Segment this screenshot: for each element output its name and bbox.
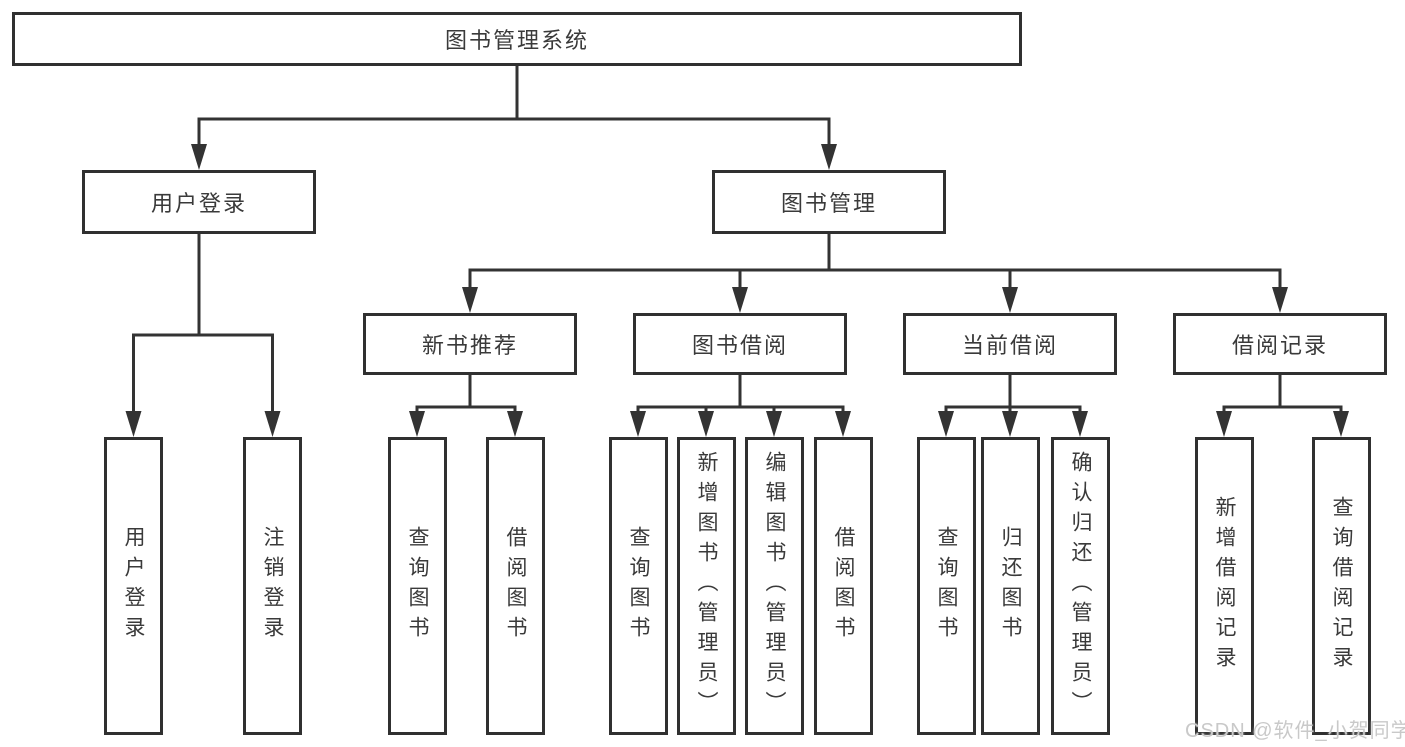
node-borrow-records: 借阅记录 xyxy=(1173,313,1387,375)
leaf-query-borrow-record: 查询借阅记录 xyxy=(1312,437,1371,735)
leaf-add-borrow-record-label: 新增借阅记录 xyxy=(1213,496,1236,676)
leaf-confirm-return-admin: 确认归还（管理员） xyxy=(1051,437,1110,735)
leaf-user-login-label: 用户登录 xyxy=(122,526,145,646)
leaf-return-book: 归还图书 xyxy=(981,437,1040,735)
leaf-borrow-book-label: 借阅图书 xyxy=(832,526,855,646)
leaf-query-book-borrow: 查询图书 xyxy=(609,437,668,735)
leaf-query-book-recommend-label: 查询图书 xyxy=(406,526,429,646)
leaf-query-book-current: 查询图书 xyxy=(917,437,976,735)
leaf-query-book-current-label: 查询图书 xyxy=(935,526,958,646)
node-user-login: 用户登录 xyxy=(82,170,316,234)
leaf-add-borrow-record: 新增借阅记录 xyxy=(1195,437,1254,735)
leaf-return-book-label: 归还图书 xyxy=(999,526,1022,646)
node-library-management-system: 图书管理系统 xyxy=(12,12,1022,66)
leaf-add-book-admin-label: 新增图书（管理员） xyxy=(695,451,718,721)
leaf-query-book-borrow-label: 查询图书 xyxy=(627,526,650,646)
leaf-logout-login: 注销登录 xyxy=(243,437,302,735)
leaf-add-book-admin: 新增图书（管理员） xyxy=(677,437,736,735)
csdn-watermark: CSDN @软件_小贺同学 xyxy=(1185,720,1405,742)
leaf-confirm-return-admin-label: 确认归还（管理员） xyxy=(1069,451,1092,721)
leaf-query-borrow-record-label: 查询借阅记录 xyxy=(1330,496,1353,676)
leaf-borrow-book-recommend-label: 借阅图书 xyxy=(504,526,527,646)
leaf-borrow-book-recommend: 借阅图书 xyxy=(486,437,545,735)
leaf-edit-book-admin: 编辑图书（管理员） xyxy=(745,437,804,735)
leaf-query-book-recommend: 查询图书 xyxy=(388,437,447,735)
node-new-book-recommend: 新书推荐 xyxy=(363,313,577,375)
node-current-borrow: 当前借阅 xyxy=(903,313,1117,375)
leaf-borrow-book: 借阅图书 xyxy=(814,437,873,735)
node-book-borrow: 图书借阅 xyxy=(633,313,847,375)
node-book-management: 图书管理 xyxy=(712,170,946,234)
leaf-user-login: 用户登录 xyxy=(104,437,163,735)
leaf-edit-book-admin-label: 编辑图书（管理员） xyxy=(763,451,786,721)
leaf-logout-login-label: 注销登录 xyxy=(261,526,284,646)
